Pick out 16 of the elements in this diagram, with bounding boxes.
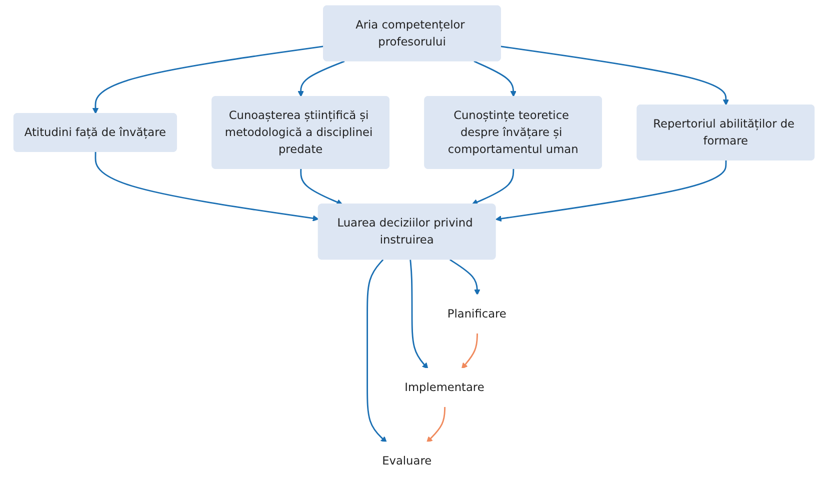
arrow [426, 406, 446, 443]
arrow [92, 46, 324, 114]
arrow [500, 46, 730, 106]
arrow [300, 168, 343, 206]
node-text: Planificare [447, 306, 506, 320]
arrow [94, 152, 319, 222]
arrow [472, 168, 514, 205]
arrow [410, 260, 428, 370]
arrow [474, 60, 516, 97]
node-text: Evaluare [382, 454, 432, 468]
arrow [450, 259, 480, 296]
arrow [461, 333, 478, 370]
arrow [366, 259, 387, 443]
node-text: Implementare [404, 380, 484, 394]
arrow [495, 160, 727, 222]
arrow [298, 60, 345, 97]
